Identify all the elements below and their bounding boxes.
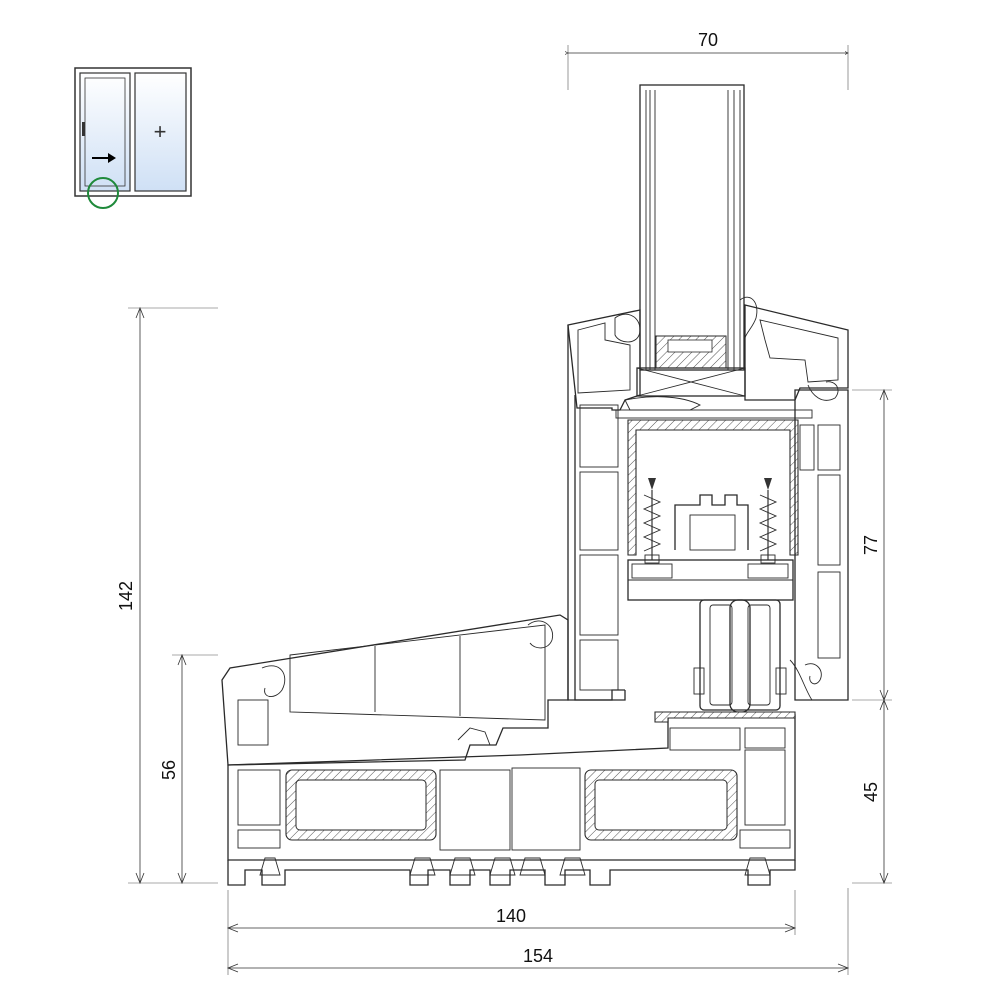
glass-unit xyxy=(639,84,745,371)
screw-right-icon xyxy=(758,478,778,564)
frame-profile xyxy=(574,389,849,701)
dim-label-140: 140 xyxy=(496,906,526,926)
dim-label-70: 70 xyxy=(698,30,718,50)
detail-highlight-circle xyxy=(87,177,119,209)
reinforcement-right xyxy=(584,769,738,841)
dimension-top-width: 70 xyxy=(568,30,848,90)
dimension-total-height: 142 xyxy=(116,306,218,885)
dimension-bottom-height: 45 xyxy=(852,698,892,885)
window-thumbnail: + xyxy=(74,67,192,209)
dimension-total-width: 154 xyxy=(226,888,850,975)
dim-label-154: 154 xyxy=(523,946,553,966)
handle-icon xyxy=(82,122,85,136)
glazing-block xyxy=(636,367,746,397)
dimension-sill-height: 56 xyxy=(159,653,218,885)
sash-reinforcement xyxy=(615,409,813,556)
bottom-feet xyxy=(227,857,796,886)
dim-label-45: 45 xyxy=(861,782,881,802)
screw-left-icon xyxy=(642,478,662,564)
bottom-frame-body xyxy=(227,711,796,861)
plus-symbol: + xyxy=(154,119,167,144)
dimension-frame-width: 140 xyxy=(226,890,797,975)
dim-label-77: 77 xyxy=(861,535,881,555)
reinforcement-left xyxy=(285,769,437,841)
dim-label-142: 142 xyxy=(116,581,136,611)
dimension-frame-height: 77 xyxy=(852,388,892,702)
arrow-right-icon xyxy=(92,153,116,163)
dim-label-56: 56 xyxy=(159,760,179,780)
sill-profile xyxy=(221,614,569,766)
roller-wheel-icon xyxy=(693,599,787,713)
